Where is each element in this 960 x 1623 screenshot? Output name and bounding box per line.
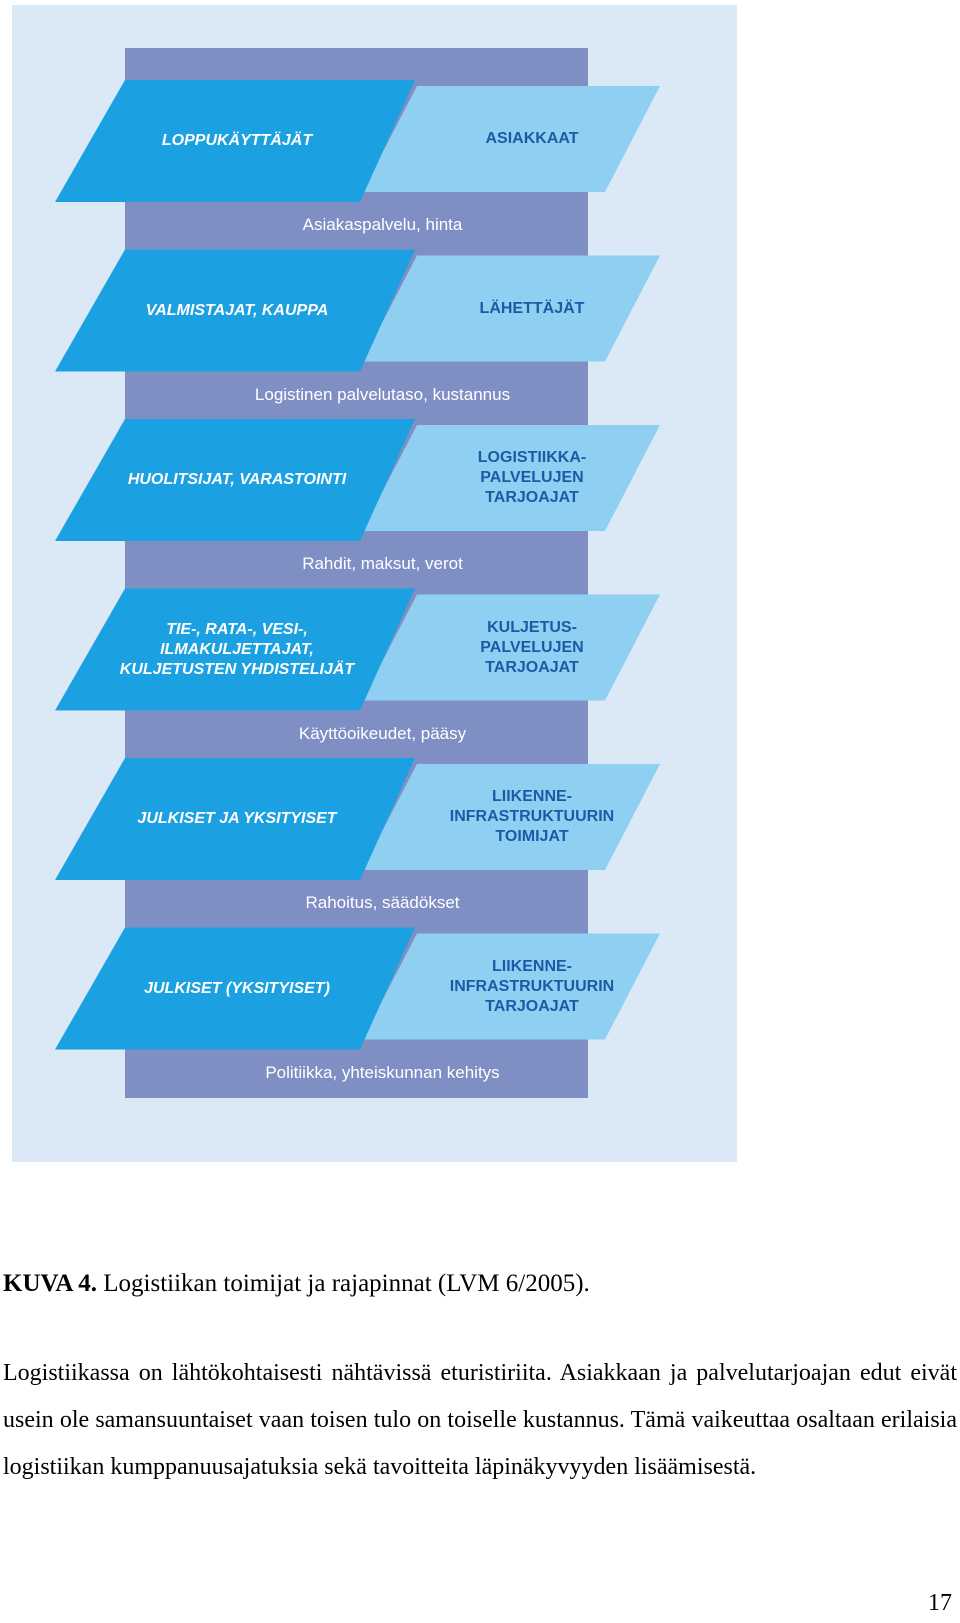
caption-label: KUVA 4. bbox=[3, 1270, 98, 1297]
right-actor-shape bbox=[362, 594, 660, 701]
right-actor-label: KULJETUS- PALVELUJEN TARJOAJAT bbox=[480, 618, 584, 676]
right-actor-label: LIIKENNE- INFRASTRUKTUURIN TOIMIJAT bbox=[449, 788, 615, 845]
right-actor-label: LIIKENNE- INFRASTRUKTUURIN TARJOAJAT bbox=[449, 957, 615, 1015]
interface-band-label: Asiakaspalvelu, hinta bbox=[302, 215, 463, 234]
left-actor-label: LOPPUKÄYTTÄJÄT bbox=[161, 132, 313, 149]
logistics-actors-diagram: LOPPUKÄYTTÄJÄT ASIAKKAAT Asiakaspalvelu, h… bbox=[12, 5, 737, 1162]
interface-band-label: Käyttöoikeudet, pääsy bbox=[298, 723, 467, 743]
interface-band-label: Rahoitus, säädökset bbox=[305, 893, 460, 912]
right-actor-shape bbox=[362, 425, 660, 531]
body-paragraph: Logistiikassa on lähtökohtaisesti nähtäv… bbox=[3, 1360, 957, 1480]
right-actor-shape bbox=[362, 255, 660, 362]
left-actor-shape bbox=[55, 80, 415, 202]
left-actor-shape bbox=[55, 419, 415, 541]
left-actor-label: VALMISTAJAT, KAUPPA bbox=[145, 301, 329, 319]
right-actor-shape bbox=[362, 86, 660, 192]
interface-band-label: Politiikka, yhteiskunnan kehitys bbox=[265, 1062, 500, 1082]
left-actor-shape bbox=[55, 927, 415, 1050]
left-actor-label: JULKISET JA YKSITYISET bbox=[137, 810, 337, 827]
caption-text: Logistiikan toimijat ja rajapinnat (LVM … bbox=[97, 1270, 590, 1297]
right-actor-label: LÄHETTÄJÄT bbox=[479, 299, 585, 317]
left-actor-shape bbox=[55, 588, 415, 711]
left-actor-label: JULKISET (YKSITYISET) bbox=[144, 979, 330, 997]
figure-caption: KUVA 4. Logistiikan toimijat ja rajapinn… bbox=[3, 1270, 590, 1298]
left-actor-label: TIE-, RATA-, VESI-, ILMAKULJETTAJAT, KUL… bbox=[119, 620, 355, 678]
right-actor-shape bbox=[362, 933, 660, 1040]
left-actor-label: HUOLITSIJAT, VARASTOINTI bbox=[127, 471, 347, 488]
diagram-shapes bbox=[55, 48, 660, 1098]
right-actor-label: ASIAKKAAT bbox=[485, 130, 579, 147]
interface-band-column bbox=[125, 48, 588, 1098]
interface-band-label: Logistinen palvelutaso, kustannus bbox=[254, 384, 511, 404]
left-actor-shape bbox=[55, 758, 415, 880]
page-number: 17 bbox=[928, 1590, 952, 1616]
left-actor-shape bbox=[55, 249, 415, 372]
interface-band-label: Rahdit, maksut, verot bbox=[302, 554, 463, 573]
right-actor-shape bbox=[362, 764, 660, 870]
right-actor-label: LOGISTIIKKA- PALVELUJEN TARJOAJAT bbox=[477, 449, 587, 506]
